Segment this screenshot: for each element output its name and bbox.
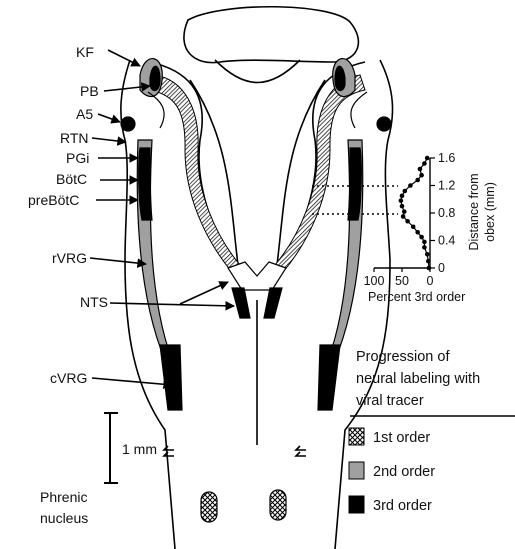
graph-y-tick-label: 0 bbox=[438, 261, 445, 275]
label-prebotc: preBötC bbox=[28, 192, 79, 208]
graph-point bbox=[419, 173, 424, 178]
graph-x-tick-label: 50 bbox=[395, 274, 409, 288]
legend-title-1: Progression of bbox=[356, 349, 450, 365]
label-phrenic-2: nucleus bbox=[40, 510, 88, 526]
legend-item-first: 1st order bbox=[373, 430, 430, 446]
label-a5: A5 bbox=[76, 106, 93, 122]
graph-point bbox=[401, 214, 406, 219]
hatched-tracts bbox=[150, 75, 365, 272]
label-cvrg: cVRG bbox=[50, 370, 87, 386]
graph-point bbox=[403, 189, 408, 194]
legend-swatch-third bbox=[349, 496, 364, 513]
percent-graph: 1.6 1.2 0.8 0.4 0 100 50 0 bbox=[364, 151, 456, 288]
pontine-nuclei bbox=[121, 59, 391, 131]
scale-label: 1 mm bbox=[122, 441, 157, 457]
graph-point bbox=[427, 266, 432, 271]
graph-y-tick-label: 0.8 bbox=[438, 206, 455, 220]
graph-point bbox=[418, 167, 423, 172]
graph-point bbox=[422, 161, 427, 166]
graph-point bbox=[402, 209, 407, 214]
graph-ytitle-2: obex (mm) bbox=[483, 182, 497, 242]
graph-y-tick-label: 1.6 bbox=[438, 151, 455, 165]
graph-x-tick-label: 0 bbox=[427, 274, 434, 288]
label-rtn: RTN bbox=[60, 130, 89, 146]
graph-point bbox=[425, 252, 430, 257]
legend-swatch-second bbox=[349, 462, 364, 479]
graph-point bbox=[405, 219, 410, 224]
graph-point bbox=[411, 224, 416, 229]
legend-title-3: viral tracer bbox=[356, 393, 424, 409]
label-pb: PB bbox=[80, 83, 99, 99]
graph-point bbox=[425, 156, 430, 161]
legend-item-third: 3rd order bbox=[373, 498, 432, 514]
graph-point bbox=[422, 240, 427, 245]
label-botc: BötC bbox=[56, 171, 87, 187]
legend-swatch-first bbox=[349, 428, 364, 445]
graph-x-tick-label: 100 bbox=[364, 274, 385, 288]
label-pgi: PGi bbox=[66, 150, 89, 166]
label-kf: KF bbox=[76, 44, 94, 60]
graph-point bbox=[426, 259, 431, 264]
graph-point bbox=[400, 194, 405, 199]
legend-item-second: 2nd order bbox=[373, 464, 435, 480]
graph-point bbox=[408, 183, 413, 188]
phrenic-nuclei bbox=[201, 490, 286, 522]
legend: Progression of neural labeling with vira… bbox=[349, 349, 515, 514]
scale-bar bbox=[104, 413, 118, 483]
graph-ytitle-1: Distance from bbox=[467, 173, 481, 250]
label-phrenic-1: Phrenic bbox=[40, 489, 87, 505]
label-nts: NTS bbox=[80, 294, 108, 310]
graph-point bbox=[422, 245, 427, 250]
graph-y-tick-label: 0.4 bbox=[438, 234, 455, 248]
graph-point bbox=[400, 204, 405, 209]
legend-title-2: neural labeling with bbox=[356, 371, 480, 387]
graph-point bbox=[419, 235, 424, 240]
label-rvrg: rVRG bbox=[52, 250, 87, 266]
graph-xtitle: Percent 3rd order bbox=[368, 290, 465, 304]
graph-point bbox=[415, 178, 420, 183]
graph-y-tick-label: 1.2 bbox=[438, 179, 455, 193]
graph-point bbox=[399, 198, 404, 203]
graph-point bbox=[415, 230, 420, 235]
